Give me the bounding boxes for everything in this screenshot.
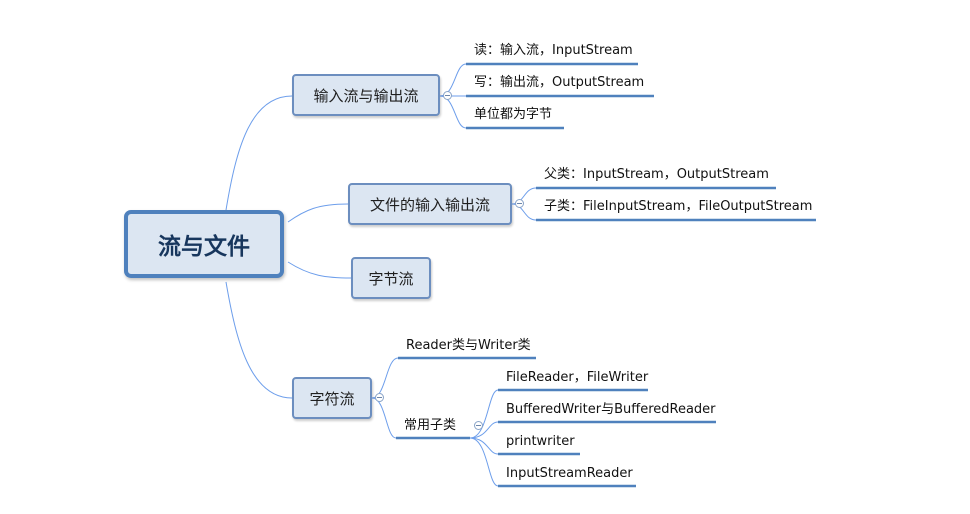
collapse-toggle-icon[interactable]: [474, 421, 483, 430]
branch-label: 字节流: [368, 269, 414, 288]
branch-node-file-io[interactable]: 文件的输入输出流: [348, 183, 512, 225]
branch-node-byte-stream[interactable]: 字节流: [351, 257, 431, 299]
leaf-write-output-stream[interactable]: 写：输出流，OutputStream: [474, 75, 645, 90]
leaf-buffered[interactable]: BufferedWriter与BufferedReader: [506, 402, 716, 417]
leaf-read-input-stream[interactable]: 读：输入流，InputStream: [474, 43, 633, 58]
root-label: 流与文件: [158, 234, 250, 260]
leaf-child-class[interactable]: 子类：FileInputStream，FileOutputStream: [544, 199, 813, 214]
link-root-io: [225, 95, 293, 211]
collapse-toggle-icon[interactable]: [515, 199, 524, 208]
branch-label: 文件的输入输出流: [369, 195, 490, 214]
leaf-filereader[interactable]: FileReader，FileWriter: [506, 370, 649, 385]
collapse-toggle-icon[interactable]: [443, 91, 452, 100]
leaf-input-stream-reader[interactable]: InputStreamReader: [506, 466, 633, 481]
leaf-unit-byte[interactable]: 单位都为字节: [474, 107, 553, 122]
leaf-parent-class[interactable]: 父类：InputStream，OutputStream: [544, 167, 769, 182]
link-root-file: [287, 203, 349, 223]
leaf-common-subclasses[interactable]: 常用子类: [404, 418, 457, 433]
link-root-byte: [287, 261, 352, 279]
branch-label: 输入流与输出流: [313, 86, 419, 105]
leaf-reader-writer[interactable]: Reader类与Writer类: [406, 338, 531, 353]
collapse-toggle-icon[interactable]: [375, 393, 384, 402]
branch-node-io-streams[interactable]: 输入流与输出流: [292, 74, 440, 116]
leaf-printwriter[interactable]: printwriter: [506, 434, 575, 449]
branch-node-char-stream[interactable]: 字符流: [292, 377, 372, 419]
branch-label: 字符流: [309, 389, 355, 408]
link-root-char: [225, 281, 293, 399]
root-node[interactable]: 流与文件: [124, 210, 284, 278]
